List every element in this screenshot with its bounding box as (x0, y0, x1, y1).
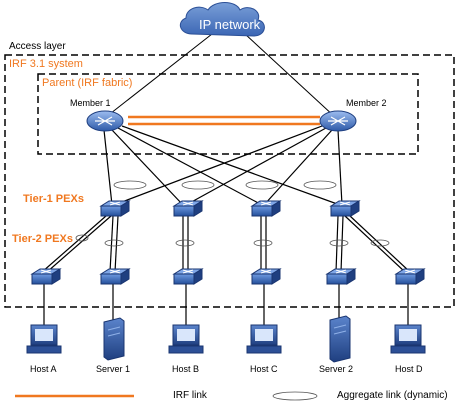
host-c-pc (246, 324, 282, 354)
server-2 (329, 315, 351, 363)
member-1-switch (86, 110, 124, 132)
access-layer-label: Access layer (9, 41, 66, 52)
cloud-label: IP network (199, 17, 261, 32)
host-b-label: Host B (172, 364, 200, 374)
irf-links (128, 115, 320, 126)
host-d-label: Host D (395, 364, 423, 374)
tier2-pex-switch (99, 268, 131, 285)
ip-network-cloud (179, 2, 265, 37)
parent-box (37, 73, 419, 155)
host-a-pc (26, 324, 62, 354)
member-1-label: Member 1 (70, 98, 111, 108)
access-layer-box (4, 54, 455, 308)
host-c-label: Host C (250, 364, 278, 374)
host-d-pc (390, 324, 426, 354)
server-1 (103, 317, 125, 361)
tier1-pex-switches (99, 200, 361, 217)
member-2-switch (319, 110, 357, 132)
tier1-pex-switch (172, 200, 204, 217)
legend-irf-label: IRF link (173, 390, 207, 401)
tier2-pex-switch (250, 268, 282, 285)
member-to-tier1-lines (103, 125, 343, 206)
host-b-pc (168, 324, 204, 354)
host-a-label: Host A (30, 364, 57, 374)
tier1-label: Tier-1 PEXs (23, 193, 84, 205)
tier2-pex-switch (394, 268, 426, 285)
irf-system-label: IRF 3.1 system (9, 58, 83, 70)
server-1-label: Server 1 (96, 364, 131, 374)
aggregate-link-markers (75, 180, 390, 247)
legend-aggregate-ellipse (272, 391, 318, 401)
legend-aggregate-label: Aggregate link (dynamic) (337, 390, 448, 401)
uplink-lines (105, 33, 336, 118)
tier1-pex-switch (99, 200, 131, 217)
tier1-to-tier2-lines (41, 215, 411, 273)
server-2-label: Server 2 (319, 364, 354, 374)
tier2-pex-switch (172, 268, 204, 285)
tier2-pex-switch (325, 268, 357, 285)
parent-label: Parent (IRF fabric) (42, 77, 133, 89)
tier2-pex-switch (30, 268, 62, 285)
member-2-label: Member 2 (346, 98, 387, 108)
tier1-pex-switch (250, 200, 282, 217)
tier1-pex-switch (329, 200, 361, 217)
tier2-pex-switches (30, 268, 426, 285)
tier2-label: Tier-2 PEXs (12, 233, 73, 245)
tier2-to-host-lines (43, 284, 409, 325)
